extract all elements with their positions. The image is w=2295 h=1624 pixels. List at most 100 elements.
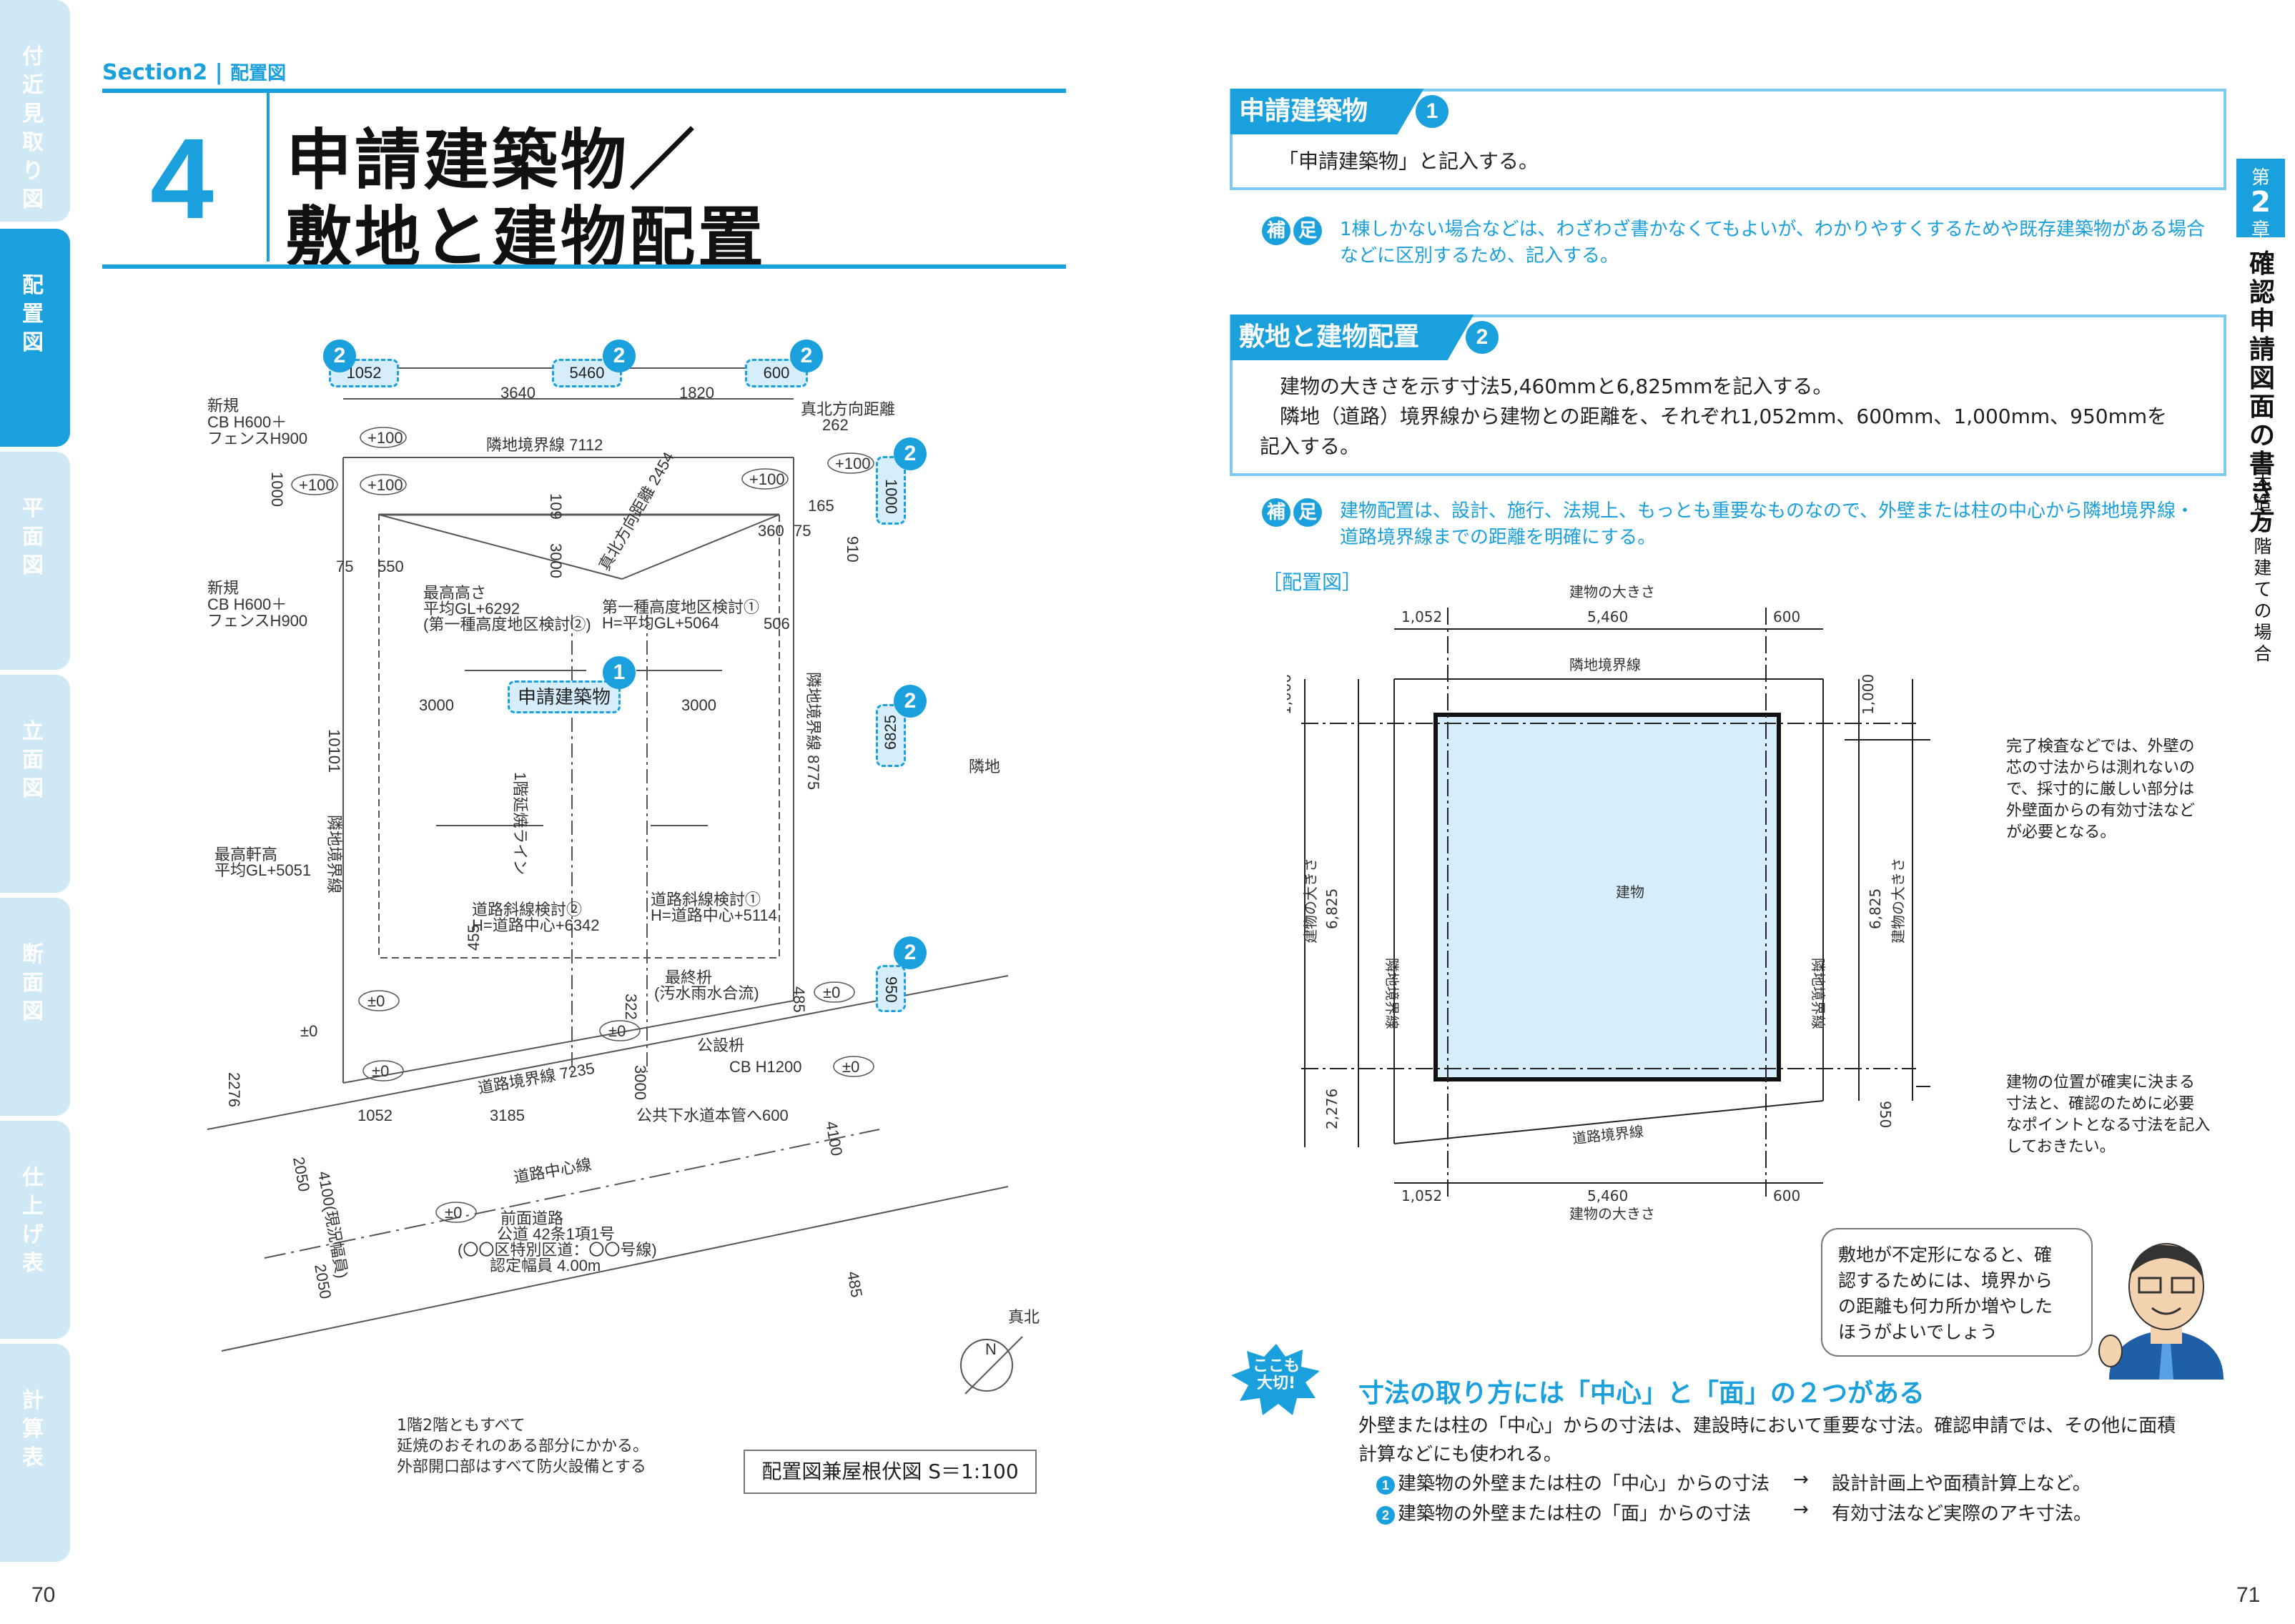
label-road-slope2: 道路斜線検討② [472,901,582,919]
side-tab-elevation[interactable]: 立面図 [0,675,70,893]
box1-frame [1230,89,2226,190]
drawing-note: 1階2階ともすべて 延焼のおそれのある部分にかかる。 外部開口部はすべて防火設備… [397,1415,648,1477]
dim-2276: 2276 [225,1072,243,1107]
callout-note-line: 寸法と、確認のために必要 [2006,1095,2195,1113]
label-max-height-check: (第一種高度地区検討②) [423,615,591,633]
dim-1052b: 1052 [357,1106,393,1124]
chapter-tab[interactable]: 第 2 章 [2236,159,2285,241]
fig-600-bottom: 600 [1773,1187,1800,1204]
side-tab-calc[interactable]: 計算表 [0,1344,70,1562]
box1-body: 「申請建築物」と記入する。 [1278,149,1539,173]
callout-note-line: 外壁面からの有効寸法など [2006,802,2196,820]
list-item-number: 1 [1376,1476,1395,1495]
label-pm0: ±0 [300,1022,317,1040]
level-pm0: ±0 [445,1204,462,1222]
level-pm0: ±0 [842,1058,859,1076]
site-plan-drawing: 3640 1820 隣地境界線 7112 新規 CB H600＋ フェンスH90… [207,367,1040,1395]
label-max-height-val: 平均GL+6292 [423,600,520,618]
callout-2-b: 2 [603,340,636,372]
tag-building-text: 申請建築物 [517,686,611,708]
hosoku-char: 補 [1262,498,1290,527]
fig-5460-bottom: 5,460 [1587,1187,1628,1204]
box2-heading: 敷地と建物配置 [1230,315,1446,360]
neighbor-line-label: 隣地境界線 7112 [486,436,603,454]
dim-1820: 1820 [679,384,714,402]
label-road-slope1-val: H=道路中心+5114 [651,906,777,924]
fig-size-left: 建物の大きさ [1302,858,1319,944]
dim-3000-b: 3000 [631,1065,649,1100]
side-tab-floor-plan[interactable]: 平面図 [0,452,70,670]
label-neighbor-land: 隣地 [969,758,1000,776]
drawing-caption: 配置図兼屋根伏図 S＝1:100 [744,1450,1037,1494]
dim-506: 506 [764,615,790,633]
dim-2050a: 2050 [290,1156,313,1194]
label-true-north: 真北方向距離 [801,400,895,418]
side-tab-finish[interactable]: 仕上げ表 [0,1121,70,1339]
fig-boundary-right: 隣地境界線 [1810,958,1827,1029]
dim-109: 109 [547,493,565,520]
label-eave: 最高軒高 [214,846,277,863]
level-plus100: +100 [749,470,785,488]
label-north-diag: 真北方向距離 2454 [596,449,678,574]
list-item-text: 建築物の外壁または柱の「中心」からの寸法 [1398,1473,1770,1495]
side-tab-site-plan[interactable]: 配置図 [0,229,70,447]
section-label: Section2 | 配置図 [102,60,287,85]
fig-neighbor-top: 隣地境界線 [1569,656,1641,673]
label-eave-val: 平均GL+5051 [214,861,311,879]
title-divider [267,93,270,262]
chapter-pre: 第 [2251,167,2270,189]
callout-2-a: 2 [323,340,356,372]
label-road-center: 道路中心線 [513,1155,593,1187]
dim-3000-left: 3000 [419,696,454,714]
label-cb: CB H600＋ [207,413,287,431]
label-zone-check: 第一種高度地区検討① [602,598,759,616]
arrow-icon: → [1793,1499,1809,1520]
figure-label: ［配置図］ [1262,570,1363,594]
site-plan-diagram: 建物の大きさ 1,052 5,460 600 隣地境界線 建物 道路境界線 1,… [1287,583,1930,1222]
important-body: 外壁または柱の「中心」からの寸法は、建設時において重要な寸法。確認申請では、その… [1358,1412,2176,1469]
fig-950: 950 [1877,1101,1894,1128]
fig-building: 建物 [1616,883,1644,901]
label-max-height: 最高高さ [423,584,486,602]
fig-boundary-left: 隣地境界線 [1383,958,1401,1029]
tag-600-text: 600 [763,364,790,382]
level-plus100: +100 [299,476,335,494]
dim-4100: 4100 [822,1120,846,1158]
side-tab-label: 平面図 [22,496,44,578]
character-illustration [2098,1243,2224,1380]
side-tab-vicinity[interactable]: 付近見取り図 [0,0,70,222]
label-final-mass-desc: (汚水雨水合流) [654,984,759,1002]
fig-1052-top: 1,052 [1401,608,1442,625]
box2-line2: 隣地（道路）境界線から建物との距離を、それぞれ1,052mm、600mm、1,0… [1280,405,2168,428]
note1-line: などに区別するため、記入する。 [1340,245,1619,267]
note-line: 延焼のおそれのある部分にかかる。 [397,1437,649,1455]
callout-note-line: が必要となる。 [2006,823,2116,841]
dim-165: 165 [808,497,834,515]
side-tab-label: 計算表 [22,1388,44,1470]
label-fence: フェンスH900 [207,430,307,447]
side-tab-section[interactable]: 断面図 [0,898,70,1116]
important-body-line: 計算などにも使われる。 [1358,1444,1562,1465]
dim-3000-right: 3000 [681,696,716,714]
road-edge-1 [207,975,1009,1130]
list-item-result: 有効寸法など実際のアキ寸法。 [1832,1503,2093,1525]
hosoku-char: 足 [1293,217,1322,245]
tag-1052-text: 1052 [346,364,382,382]
hosoku-badge-1: 補足 [1262,217,1326,248]
side-tab-label: 付近見取り図 [22,44,44,212]
road-edge-2 [221,1186,1009,1352]
level-plus100: +100 [835,455,871,472]
header-rule-bottom [102,264,1066,269]
label-road-slope2-val: H=道路中心+6342 [472,916,600,934]
callout-2-f: 2 [894,936,927,969]
dim-75b: 75 [794,522,811,540]
dim-75: 75 [336,558,353,575]
note2-line: 道路境界線までの距離を明確にする。 [1340,527,1657,548]
dim-910: 910 [844,536,862,563]
label-road-law: 公道 42条1項1号 [497,1225,615,1243]
tag-building: 申請建築物 [508,680,621,713]
speech-bubble: 敷地が不定形になると、確 認するためには、境界から の距離も何カ所か増やした ほ… [1821,1228,2093,1357]
level-plus100: +100 [367,476,403,494]
section-number: Section2 [102,60,208,85]
